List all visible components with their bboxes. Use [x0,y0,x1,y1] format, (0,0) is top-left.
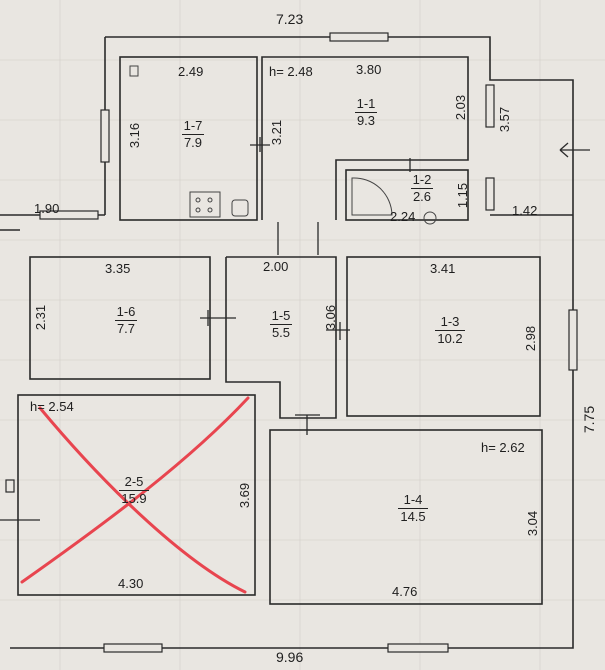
sink-icon [231,199,249,217]
room-1-1-width: 3.80 [356,62,382,77]
room-1-5-height: 3.06 [323,304,339,331]
room-1-6-width: 3.35 [105,261,131,276]
room-1-1-area: 9.3 [354,112,378,128]
room-1-2-width: 2.24 [390,209,416,224]
window-bottom-2-5 [103,643,163,653]
room-1-2-area: 2.6 [410,188,434,204]
doors [0,137,590,521]
outer-wall [10,36,574,649]
dim-bottom-width: 9.96 [276,649,304,665]
room-1-4-width: 4.76 [392,584,418,599]
room-1-2-id: 1-2 [412,172,432,187]
room-1-4-height: 3.04 [525,510,541,537]
room-1-4-label: 1-4 14.5 [383,492,443,525]
room-1-2-outline [345,169,469,221]
windows [5,32,578,653]
fixtures [129,65,437,225]
dim-top-width: 7.23 [276,11,304,27]
room-1-5-label: 1-5 5.5 [251,308,311,341]
room-1-1-depth: 3.21 [269,119,285,146]
stove-icon [189,191,221,218]
window-right-1-1 [485,84,495,128]
window-left-2-5 [5,479,15,493]
room-2-5-height: 3.69 [237,482,253,509]
room-1-2-label: 1-2 2.6 [392,172,452,205]
room-1-2-height: 1.15 [455,182,471,209]
room-1-1-id: 1-1 [356,96,376,111]
room-1-3-height: 2.98 [523,325,539,352]
dim-left-step: 1.90 [34,201,60,216]
window-right-1-2 [485,177,495,211]
room-1-5-outline [225,256,337,419]
room-2-5-label: 2-5 15.9 [104,474,164,507]
room-1-3-outline [346,256,541,417]
small-fixture [129,65,139,77]
room-1-7-label: 1-7 7.9 [163,118,223,151]
room-2-5-height-mark: h= 2.54 [30,399,74,414]
room-1-6-height: 2.31 [33,304,49,331]
room-1-5-width: 2.00 [263,259,289,274]
room-1-1-height-mark: h= 2.48 [269,64,313,79]
room-1-1-right: 2.03 [453,94,469,121]
room-1-6-label: 1-6 7.7 [96,304,156,337]
room-2-5-width: 4.30 [118,576,144,591]
room-1-5-id: 1-5 [271,308,291,323]
room-1-3-area: 10.2 [435,330,465,346]
dim-right-height: 7.75 [581,405,598,434]
room-2-5-area: 15.9 [119,490,149,506]
room-1-4-id: 1-4 [403,492,423,507]
room-1-4-area: 14.5 [398,508,428,524]
window-left-upper [100,109,110,163]
room-1-7-height: 3.16 [127,122,143,149]
room-1-3-label: 1-3 10.2 [420,314,480,347]
dim-right-step: 1.42 [512,203,538,218]
room-2-5-outline [17,394,256,596]
room-1-3-width: 3.41 [430,261,456,276]
room-1-7-id: 1-7 [183,118,203,133]
room-1-4-outline [269,429,543,605]
room-2-5-id: 2-5 [124,474,144,489]
room-1-6-id: 1-6 [116,304,136,319]
room-1-4-height-mark: h= 2.62 [481,440,525,455]
room-1-7-area: 7.9 [181,134,205,150]
window-left-1-6 [39,210,99,220]
room-1-7-width: 2.49 [178,64,204,79]
walls [0,36,574,649]
room-1-6-area: 7.7 [114,320,138,336]
room-1-5-area: 5.5 [269,324,293,340]
window-right-1-3 [568,309,578,371]
dim-right-upper: 3.57 [497,106,513,133]
room-1-3-id: 1-3 [440,314,460,329]
room-1-1-outline [261,56,469,220]
window-bottom-1-4 [387,643,449,653]
window-top [329,32,389,42]
room-1-7-outline [119,56,258,221]
bath-icon [351,177,393,216]
room-1-1-label: 1-1 9.3 [336,96,396,129]
